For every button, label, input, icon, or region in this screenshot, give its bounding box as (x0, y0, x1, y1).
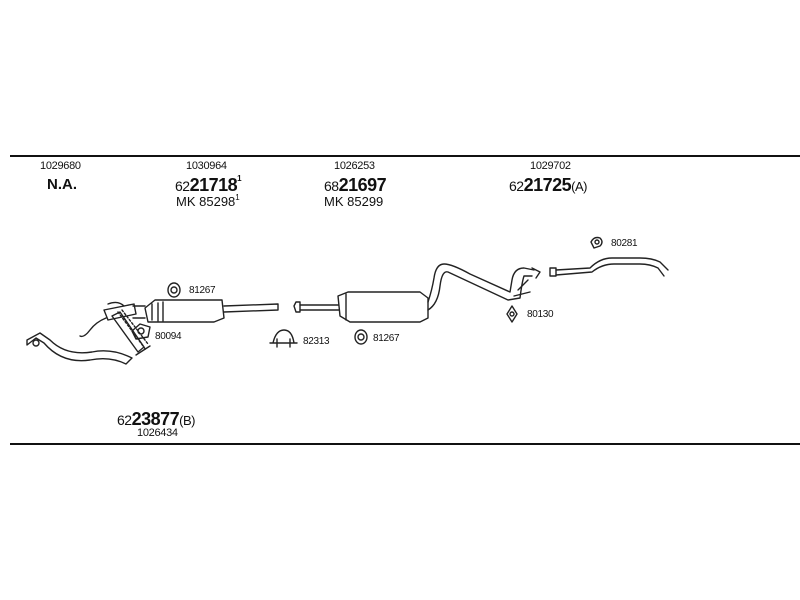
part-prefix: 62 (117, 412, 132, 428)
rear-muffler (293, 291, 429, 323)
part-main: 21725 (523, 175, 572, 195)
footnote-mark: 1 (237, 174, 242, 183)
tail-pipe (549, 257, 669, 277)
ref-number: 1026253 (334, 160, 375, 172)
part-suffix: (B) (179, 413, 195, 428)
part-suffix: (A) (571, 179, 587, 194)
hanger-icon (590, 236, 603, 249)
fitting-label: 82313 (303, 336, 330, 347)
mk-number: MK 852981 (176, 193, 240, 209)
mk-prefix: MK (324, 194, 344, 209)
fitting-label: 80094 (155, 331, 182, 342)
part-number: 6821697 (324, 175, 387, 196)
ref-number: 1030964 (186, 160, 227, 172)
bottom-rule (10, 443, 800, 445)
fitting-label: 81267 (373, 333, 400, 344)
gasket-icon (131, 323, 151, 340)
part-main: 23877 (131, 409, 180, 429)
part-main: 21697 (338, 175, 387, 195)
clamp-icon (269, 329, 298, 348)
hanger-icon (506, 305, 518, 323)
not-available-label: N.A. (47, 176, 77, 193)
footnote-mark: 1 (235, 193, 240, 202)
part-number: 6221725(A) (509, 175, 587, 196)
part-number: 6223877(B) (117, 409, 195, 430)
part-prefix: 68 (324, 178, 339, 194)
rear-pipe (427, 263, 541, 311)
front-pipe (26, 303, 137, 365)
part-number: 62217181 (175, 174, 242, 196)
fitting-label: 81267 (189, 285, 216, 296)
mk-prefix: MK (176, 194, 196, 209)
part-prefix: 62 (175, 178, 190, 194)
mk-value: 85298 (199, 194, 236, 209)
fitting-label: 80130 (527, 309, 554, 320)
ref-number: 1026434 (137, 427, 178, 439)
mk-value: 85299 (347, 194, 384, 209)
rubber-mount-icon (167, 282, 181, 298)
ref-number: 1029702 (530, 160, 571, 172)
mk-number: MK 85299 (324, 194, 383, 209)
front-muffler (132, 299, 279, 323)
fitting-label: 80281 (611, 238, 638, 249)
part-prefix: 62 (509, 178, 524, 194)
ref-number: 1029680 (40, 160, 81, 172)
top-rule (10, 155, 800, 157)
part-main: 21718 (189, 175, 238, 195)
rubber-mount-icon (354, 329, 368, 345)
